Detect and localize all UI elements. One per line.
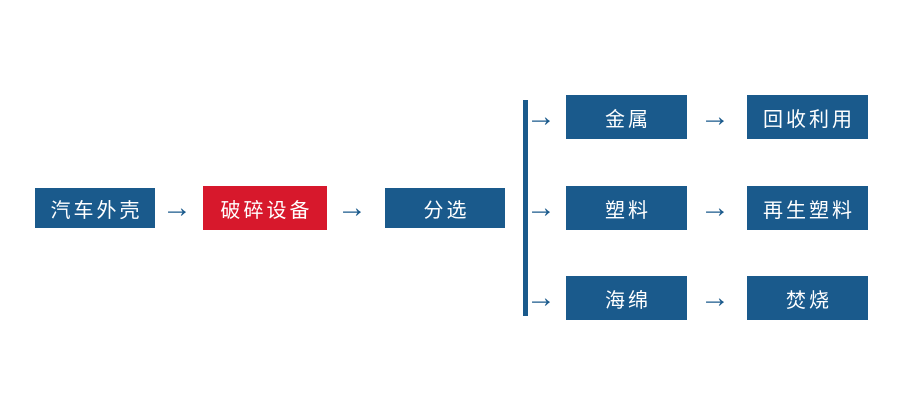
right-arrow-icon: → [700, 191, 730, 224]
right-arrow-icon: → [526, 191, 556, 224]
node-incineration: 焚烧 [747, 276, 868, 320]
node-metal: 金属 [566, 95, 687, 139]
right-arrow-icon: → [526, 281, 556, 314]
node-recycled-plastic: 再生塑料 [747, 186, 868, 230]
right-arrow-icon: → [700, 100, 730, 133]
right-arrow-icon: → [700, 281, 730, 314]
node-sponge: 海绵 [566, 276, 687, 320]
node-recycling: 回收利用 [747, 95, 868, 139]
node-crushing-equipment: 破碎设备 [203, 186, 327, 230]
right-arrow-icon: → [526, 100, 556, 133]
node-sorting: 分选 [385, 188, 505, 228]
right-arrow-icon: → [337, 191, 367, 224]
node-car-shell: 汽车外壳 [35, 188, 155, 228]
node-plastic: 塑料 [566, 186, 687, 230]
right-arrow-icon: → [162, 191, 192, 224]
branch-connector-line [523, 100, 528, 316]
